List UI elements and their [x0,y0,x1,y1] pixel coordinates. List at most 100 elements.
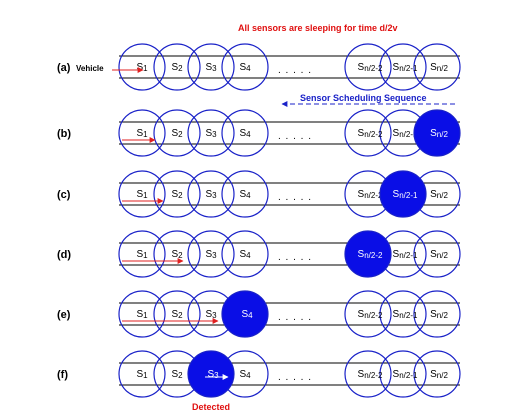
sensor-label-base: S [239,128,246,139]
sensor-label-base: S [171,369,178,380]
sensor-label-base: S [393,128,400,139]
sensor-label-sub: n/2-2 [364,130,383,139]
sensor-label-base: S [393,309,400,320]
sensor-label-sub: 4 [246,130,251,139]
sensor-label: Sn/2-2 [358,62,383,73]
sensor-circle [153,230,201,278]
sensor-label-base: S [171,128,178,139]
sensor-label: S4 [239,62,251,73]
sensor-label-base: S [430,249,437,260]
sensor-circle [379,350,427,398]
sensor-circle [344,350,392,398]
sensor-label-base: S [358,369,365,380]
sensor-label: Sn/2 [430,189,448,200]
sensor-circle [118,290,166,338]
sensor-label: Sn/2 [430,369,448,380]
ellipsis: . . . . . [278,131,312,142]
sensor-label: Sn/2-1 [393,309,418,320]
ellipsis: . . . . . [278,192,312,203]
sensor-circle [187,43,235,91]
sensor-label: S2 [171,189,183,200]
sensor-label-sub: 2 [178,191,183,200]
sensor-label: S1 [136,309,148,320]
sensor-label: Sn/2 [430,249,448,260]
ellipsis: . . . . . [278,65,312,76]
sensor-circle [187,170,235,218]
sensor-label-base: S [430,309,437,320]
sensor-label-sub: 3 [212,251,217,260]
sensor-label-base: S [239,369,246,380]
sensor-label: S3 [205,62,217,73]
sensor-label-sub: 4 [248,311,253,320]
sensor-circle [344,290,392,338]
sensor-label-sub: 1 [143,371,148,380]
sensor-circle [153,109,201,157]
sensor-label: S4 [239,128,251,139]
sensor-label-base: S [136,189,143,200]
sensor-circle [221,43,269,91]
sensor-label-base: S [205,128,212,139]
sensor-label: Sn/2-1 [393,62,418,73]
sensor-label-base: S [393,249,400,260]
active-sensor-circle [187,350,235,398]
sensor-label-sub: 1 [143,191,148,200]
scheduling-sequence-label: Sensor Scheduling Sequence [300,93,427,103]
ellipsis: . . . . . [278,372,312,383]
sensor-label-base: S [358,249,365,260]
sensor-label: S4 [241,309,253,320]
sensor-label-sub: n/2 [437,191,449,200]
sensor-label: S3 [205,189,217,200]
sensor-circle [413,350,461,398]
sensor-circle [118,43,166,91]
sensor-label-base: S [358,128,365,139]
sensor-label: Sn/2-2 [358,369,383,380]
sensor-label: S1 [136,128,148,139]
sensor-label-sub: 2 [178,64,183,73]
sensor-label: Sn/2-2 [358,249,383,260]
sensor-label-sub: n/2-2 [364,371,383,380]
sensor-label-sub: n/2-2 [364,311,383,320]
sensor-label-sub: n/2 [437,251,449,260]
sensor-label-base: S [358,62,365,73]
sensor-label-sub: 2 [178,371,183,380]
row-label: (e) [57,309,71,321]
sensor-label-sub: 4 [246,191,251,200]
sensor-label-base: S [136,128,143,139]
sensor-circle [344,109,392,157]
sensor-label: S3 [205,309,217,320]
sensor-label: Sn/2-1 [393,189,418,200]
sensor-label-sub: n/2-1 [399,64,418,73]
sensor-label-base: S [239,62,246,73]
sensor-label: S4 [239,369,251,380]
sensor-label-base: S [393,369,400,380]
sensor-label: Sn/2-1 [393,128,418,139]
sensor-label-base: S [171,309,178,320]
sensor-circle [413,230,461,278]
row-label: (c) [57,189,71,201]
sensor-label-base: S [205,62,212,73]
sensor-label: Sn/2-1 [393,249,418,260]
sensor-label-sub: 3 [212,191,217,200]
sensor-label-base: S [171,62,178,73]
sensor-label-base: S [136,369,143,380]
sensor-label-base: S [358,189,365,200]
sensor-label: S4 [239,189,251,200]
sensor-label-base: S [393,62,400,73]
sensor-label: S2 [171,309,183,320]
sensor-label: S3 [205,128,217,139]
sensor-circle [118,109,166,157]
sensor-circle [153,43,201,91]
sensor-label-sub: 1 [143,251,148,260]
active-sensor-circle [379,170,427,218]
detected-label: Detected [192,402,231,412]
sensor-label-sub: n/2 [437,64,449,73]
sensor-label: Sn/2 [430,62,448,73]
sensor-label-sub: n/2 [437,371,449,380]
sensor-label-sub: 2 [178,130,183,139]
